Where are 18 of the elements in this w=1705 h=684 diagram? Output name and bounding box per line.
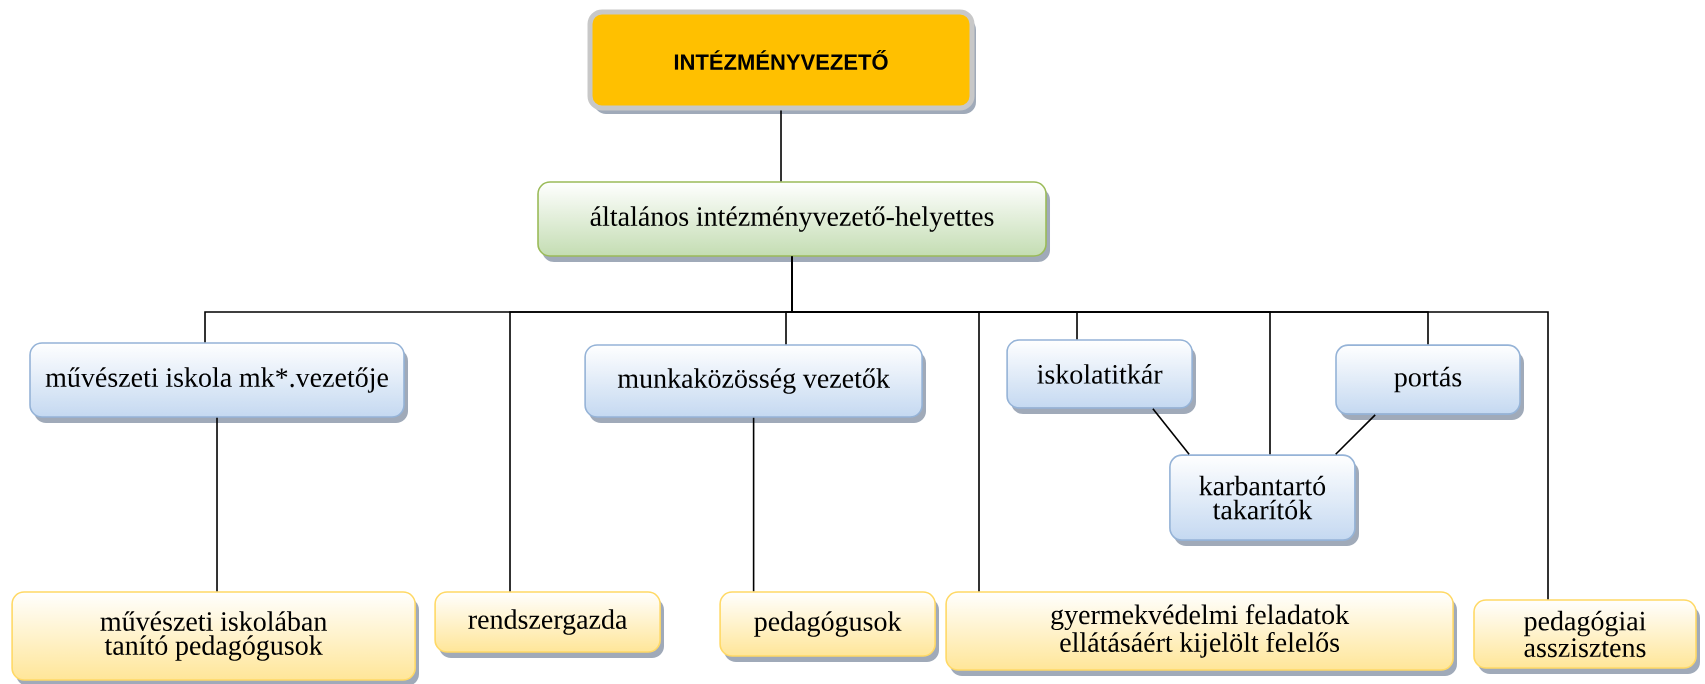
role-box: portás — [1335, 344, 1524, 420]
staff-box: pedagógiai asszisztens — [1473, 599, 1700, 674]
connector-line — [780, 109, 782, 182]
connector-line — [791, 255, 1549, 600]
director-box: INTÉZMÉNYVEZETŐ — [587, 9, 976, 114]
staff-box: rendszergazda — [434, 591, 664, 658]
connector-line — [1334, 414, 1376, 456]
staff-box: gyermekvédelmi feladatok ellátásáért kijelölt felelős — [945, 591, 1457, 676]
staff-box: pedagógusok — [719, 591, 939, 662]
connector-line — [216, 417, 218, 592]
role-box: karbantartó takarítók — [1169, 454, 1359, 546]
role-box: iskolatitkár — [1006, 339, 1196, 414]
connector-line — [1152, 408, 1190, 456]
deputy-box: általános intézményvezető-helyettes — [537, 181, 1050, 262]
staff-box: művészeti iskolában tanító pedagógusok — [11, 591, 419, 684]
role-box: munkaközösség vezetők — [584, 344, 926, 423]
connector-line — [752, 417, 755, 592]
role-box: művészeti iskola mk*.vezetője — [29, 342, 408, 423]
